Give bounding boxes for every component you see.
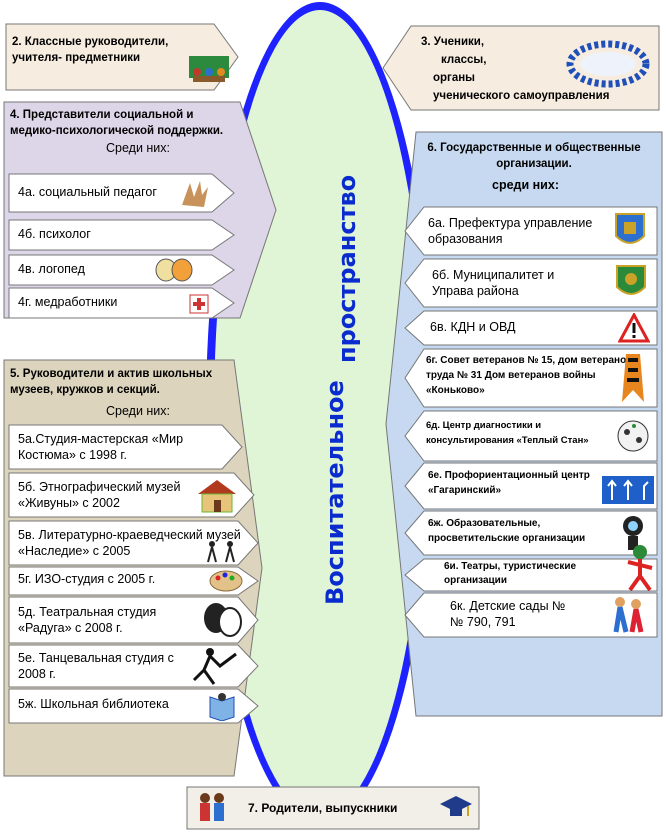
ribbon-icon: [618, 352, 648, 404]
masks-icon: [152, 257, 196, 283]
block-4a-label: 4а. социальный педагог: [18, 185, 157, 199]
block-5d: 5г. ИЗО-студия с 2005 г.: [8, 566, 260, 596]
block-6a-label: 6а. Префектура управление образования: [428, 216, 593, 246]
block-3-students: 3. Ученики, классы, органы ученического …: [381, 24, 661, 112]
block-6-title: 6. Государственные и общественные органи…: [427, 142, 641, 170]
parents-icon: [194, 791, 230, 825]
center-word-1: Воспитательное: [321, 380, 349, 605]
block-5-title: 5. Руководители и актив школьных музеев,…: [10, 368, 213, 396]
block-6h-label: 6и. Театры, туристические организации: [444, 561, 577, 586]
block-5a-label: 5а.Студия-мастерская «Мир Костюма» с 199…: [18, 432, 184, 462]
block-2-teachers: 2. Классные руководители, учителя- предм…: [4, 22, 240, 92]
block-5f-label: 5е. Танцевальная студия с 2008 г.: [18, 651, 174, 681]
graduation-cap-icon: [438, 794, 474, 822]
block-6a: 6а. Префектура управление образования: [404, 206, 658, 256]
block-3-line2: классы,: [441, 54, 487, 66]
block-5-sub: Среди них:: [106, 404, 171, 418]
block-6d-label: 6г. Совет ветеранов № 15, дом ветеранов …: [426, 355, 633, 396]
warning-sign-icon: [618, 313, 650, 343]
block-4a: 4а. социальный педагог: [8, 173, 236, 213]
dance-couple-icon: [190, 646, 244, 686]
block-6e: 6д. Центр диагностики и консультирования…: [404, 410, 658, 462]
children-icon: [606, 594, 650, 636]
block-5f: 5е. Танцевальная студия с 2008 г.: [8, 644, 260, 688]
block-5b: 5б. Этнографический музей «Живуны» с 200…: [8, 472, 256, 518]
lane-arrows-icon: [602, 476, 654, 504]
block-6c: 6в. КДН и ОВД: [404, 310, 658, 346]
block-5e-label: 5д. Театральная студия «Радуга» с 2008 г…: [18, 605, 157, 635]
block-5c-label: 5в. Литературно-краеведческий музей «Нас…: [18, 528, 241, 558]
block-5b-label: 5б. Этнографический музей «Живуны» с 200…: [18, 480, 181, 510]
block-6b-label: 6б. Муниципалитет и Управа района: [432, 268, 555, 298]
block-4c: 4в. логопед: [8, 254, 236, 286]
block-6f: 6е. Профориентационный центр «Гагарински…: [404, 462, 658, 510]
block-6i-label: 6к. Детские сады №№ 790, 791: [450, 599, 566, 629]
lightbulb-person-icon: [618, 512, 648, 554]
block-5d-label: 5г. ИЗО-студия с 2005 г.: [18, 572, 156, 586]
block-6g-label: 6ж. Образовательные, просветительские ор…: [428, 518, 586, 544]
block-4b: 4б. психолог: [8, 219, 236, 251]
medic-icon: [186, 289, 214, 317]
block-4c-label: 4в. логопед: [18, 262, 85, 276]
block-5g: 5ж. Школьная библиотека: [8, 688, 260, 724]
library-icon: [206, 691, 238, 721]
block-4d-label: 4г. медработники: [18, 295, 118, 309]
classroom-icon: [187, 52, 231, 84]
block-3-line4: ученического самоуправления: [433, 90, 610, 102]
block-6h: 6и. Театры, туристические организации: [404, 545, 658, 592]
people-circle-icon: [565, 30, 651, 88]
block-6d: 6г. Совет ветеранов № 15, дом ветеранов …: [404, 348, 658, 408]
hands-icon: [178, 177, 212, 209]
block-7-label: 7. Родители, выпускники: [248, 801, 398, 815]
block-4b-label: 4б. психолог: [18, 227, 91, 241]
block-5a: 5а.Студия-мастерская «Мир Костюма» с 199…: [8, 424, 244, 470]
tourist-figure-icon: [622, 542, 658, 592]
block-6i: 6к. Детские сады №№ 790, 791: [404, 592, 658, 638]
prefecture-emblem-icon: [610, 210, 650, 252]
block-3-line1: 3. Ученики,: [421, 36, 485, 48]
block-2-label: 2. Классные руководители, учителя- предм…: [12, 36, 169, 64]
block-6e-label: 6д. Центр диагностики и консультирования…: [426, 420, 589, 446]
center-word-2: пространство: [333, 174, 361, 363]
palette-icon: [208, 569, 244, 593]
block-6f-label: 6е. Профориентационный центр «Гагарински…: [428, 470, 590, 496]
dancers-icon: [202, 540, 242, 564]
block-4-title: 4. Представители социальной и медико-пси…: [10, 109, 224, 137]
district-emblem-icon: [614, 263, 648, 303]
block-7-parents: 7. Родители, выпускники: [186, 786, 480, 830]
block-6g: 6ж. Образовательные, просветительские ор…: [404, 510, 658, 556]
diagnostics-center-icon: [614, 414, 652, 458]
theatre-masks-icon: [200, 600, 244, 640]
block-5c: 5в. Литературно-краеведческий музей «Нас…: [8, 520, 260, 566]
block-6b: 6б. Муниципалитет и Управа района: [404, 258, 658, 308]
block-5e: 5д. Театральная студия «Радуга» с 2008 г…: [8, 596, 260, 644]
block-4-sub: Среди них:: [106, 141, 171, 155]
block-3-line3: органы: [433, 72, 476, 84]
block-5g-label: 5ж. Школьная библиотека: [18, 697, 169, 711]
block-6-sub: среди них:: [492, 178, 559, 192]
block-4d: 4г. медработники: [8, 287, 236, 319]
block-6c-label: 6в. КДН и ОВД: [430, 320, 516, 334]
house-icon: [194, 476, 240, 514]
